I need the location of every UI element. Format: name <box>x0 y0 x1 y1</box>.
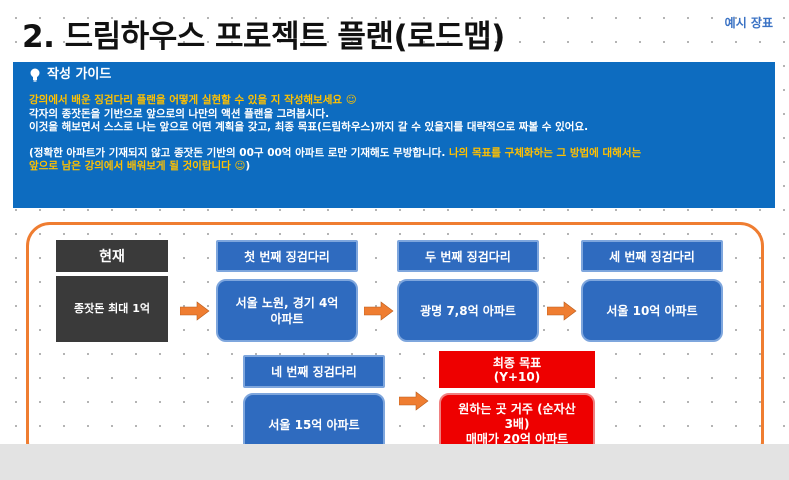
guide-line-4-orange: 나의 목표를 구체화하는 그 방법에 대해서는 <box>448 146 642 159</box>
lightbulb-icon <box>30 68 40 82</box>
step1-box: 서울 노원, 경기 4억 아파트 <box>216 279 358 342</box>
arrow-right-icon <box>399 391 429 411</box>
arrow-right-icon <box>364 301 394 321</box>
guide-line-5-orange: 앞으로 남은 강의에서 배워보게 될 것이랍니다 ☺ <box>29 160 246 172</box>
guide-line-5: 앞으로 남은 강의에서 배워보게 될 것이랍니다 ☺) <box>29 160 761 174</box>
final-box-line-1: 원하는 곳 거주 (순자산 <box>458 402 576 416</box>
step4-header: 네 번째 징검다리 <box>243 355 385 388</box>
step3-box: 서울 10억 아파트 <box>581 279 723 342</box>
slide-canvas: 2. 드림하우스 프로젝트 플랜(로드맵) 예시 장표 작성 가이드 강의에서 … <box>0 0 789 466</box>
current-box-label: 종잣돈 최대 1억 <box>73 302 151 315</box>
final-header: 최종 목표 (Y+10) <box>439 351 595 388</box>
step3-header: 세 번째 징검다리 <box>581 240 723 272</box>
step2-box-label: 광명 7,8억 아파트 <box>420 303 516 318</box>
final-header-line-2: (Y+10) <box>493 369 541 384</box>
guide-line-4: (정확한 아파트가 기재되지 않고 종잣돈 기반의 00구 00억 아파트 로만… <box>29 147 761 161</box>
step1-header: 첫 번째 징검다리 <box>216 240 358 272</box>
arrow-right-icon <box>180 301 210 321</box>
step2-header: 두 번째 징검다리 <box>397 240 539 272</box>
guide-heading-label: 작성 가이드 <box>47 67 112 83</box>
guide-line-3: 이것을 해보면서 스스로 나는 앞으로 어떤 계획을 갖고, 최종 목표(드림하… <box>29 121 589 133</box>
step3-box-label: 서울 10억 아파트 <box>606 303 698 318</box>
guide-line-5-white: ) <box>245 160 251 172</box>
current-box: 종잣돈 최대 1억 <box>56 276 168 342</box>
step4-box-label: 서울 15억 아파트 <box>268 417 360 432</box>
step2-box: 광명 7,8억 아파트 <box>397 279 539 342</box>
page-title: 2. 드림하우스 프로젝트 플랜(로드맵) <box>22 19 505 55</box>
current-header: 현재 <box>56 240 168 272</box>
final-box-line-2: 3배) <box>504 417 530 431</box>
guide-box: 작성 가이드 강의에서 배운 징검다리 플랜을 어떻게 실현할 수 있을 지 작… <box>13 62 775 208</box>
step1-box-line-1: 서울 노원, 경기 4억 <box>235 295 339 310</box>
final-box-line-3: 매매가 20억 아파트 <box>465 432 569 446</box>
final-header-line-1: 최종 목표 <box>492 355 542 370</box>
guide-line-4-white: (정확한 아파트가 기재되지 않고 종잣돈 기반의 00구 00억 아파트 로만… <box>29 146 449 159</box>
guide-line-2: 각자의 종잣돈을 기반으로 앞으로의 나만의 액션 플랜을 그려봅시다. <box>29 107 330 120</box>
guide-heading: 작성 가이드 <box>29 68 761 82</box>
example-tag: 예시 장표 <box>724 16 773 30</box>
step1-box-line-2: 아파트 <box>270 311 304 326</box>
bottom-bar <box>0 444 789 480</box>
guide-line-1: 강의에서 배운 징검다리 플랜을 어떻게 실현할 수 있을 지 작성해보세요 ☺ <box>29 94 357 106</box>
arrow-right-icon <box>547 301 577 321</box>
